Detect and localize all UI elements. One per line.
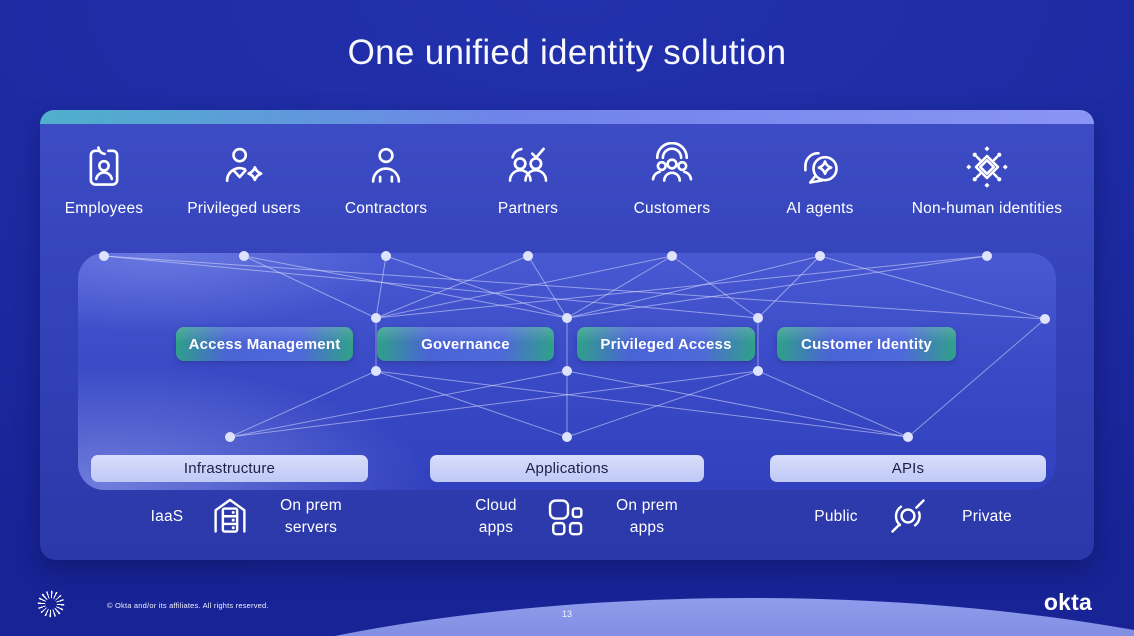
identity-employees: Employees — [14, 142, 194, 218]
api-scope-icon-wrap — [885, 493, 931, 539]
page-title: One unified identity solution — [347, 33, 787, 72]
resource-bar-applications: Applications — [430, 455, 704, 482]
identity-contractors: Contractors — [296, 142, 476, 218]
identity-ai-agents: AI agents — [730, 142, 910, 218]
env-label-iaas: IaaS — [97, 491, 237, 543]
user-icon — [371, 147, 401, 183]
env-label-line: servers — [284, 519, 338, 536]
env-label-line: apps — [629, 519, 665, 536]
api-scope-icon — [891, 499, 925, 533]
identity-label: Employees — [64, 200, 144, 217]
apps-grid-icon-wrap — [542, 493, 588, 539]
okta-wordmark: okta — [1043, 589, 1092, 615]
product-pill-customer-identity: Customer Identity — [777, 327, 956, 361]
env-label-line: apps — [478, 519, 514, 536]
badge-user-icon — [89, 146, 119, 186]
users-check-icon — [508, 147, 548, 182]
env-label-line: Private — [962, 508, 1012, 526]
product-pill-access-management: Access Management — [176, 327, 353, 361]
chat-sparkle-icon — [804, 151, 838, 184]
env-label-line: Cloud — [475, 497, 517, 515]
identity-label: Non-human identities — [911, 200, 1063, 217]
env-label-line: On prem — [616, 497, 678, 515]
env-label-cloud-apps: Cloud apps — [426, 491, 566, 543]
identity-label: AI agents — [786, 200, 854, 217]
identity-privileged-users: Privileged users — [154, 142, 334, 218]
user-group-icon — [651, 142, 693, 182]
product-pill-privileged-access: Privileged Access — [577, 327, 755, 361]
identity-label: Privileged users — [187, 200, 301, 217]
copyright-text: © Okta and/or its affiliates. All rights… — [107, 601, 269, 610]
env-label-line: IaaS — [150, 508, 184, 526]
env-label-private: Private — [917, 491, 1057, 543]
identity-label: Contractors — [344, 200, 428, 217]
page-number: 13 — [561, 609, 572, 619]
env-label-on-prem-servers: On prem servers — [241, 491, 381, 543]
identity-partners: Partners — [438, 142, 618, 218]
env-label-line: On prem — [280, 497, 342, 515]
env-label-line: Public — [814, 508, 858, 526]
apps-grid-icon — [548, 499, 583, 536]
env-label-on-prem-apps: On prem apps — [577, 491, 717, 543]
identity-label: Partners — [497, 200, 559, 217]
machine-identity-icon — [966, 146, 1008, 188]
product-pill-governance: Governance — [377, 327, 554, 361]
on-prem-server-icon-wrap — [207, 493, 253, 539]
identity-label: Customers — [633, 200, 711, 217]
identity-non-human-identities: Non-human identities — [897, 142, 1077, 218]
resource-bar-apis: APIs — [770, 455, 1046, 482]
resource-bar-infrastructure: Infrastructure — [91, 455, 368, 482]
env-label-public: Public — [766, 491, 906, 543]
user-sparkle-icon — [225, 147, 263, 183]
on-prem-server-icon — [214, 498, 246, 533]
okta-logo-icon — [36, 589, 66, 619]
identity-customers: Customers — [582, 142, 762, 218]
